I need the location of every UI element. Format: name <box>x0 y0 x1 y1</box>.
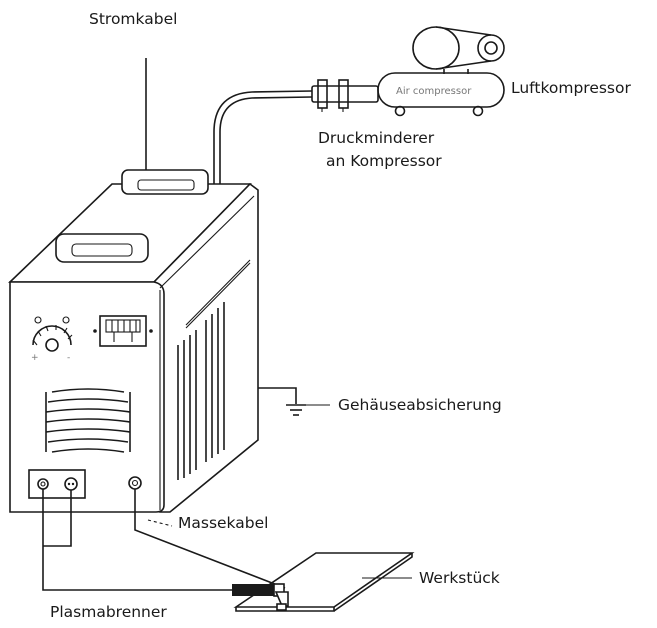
air-hose <box>213 90 313 184</box>
air-compressor-label: Luftkompressor <box>511 79 631 97</box>
rear-handle <box>121 169 209 195</box>
indicator-light-left <box>34 316 42 324</box>
indicator-light-right <box>62 316 70 324</box>
svg-text:-: - <box>67 353 70 363</box>
control-panel: + - <box>31 316 73 363</box>
ground-cable <box>134 489 286 589</box>
plasma-torch <box>232 583 289 611</box>
pressure-reducer-label-line2: an Kompressor <box>326 152 442 170</box>
housing-ground-symbol <box>258 387 330 416</box>
power-cable-label: Stromkabel <box>89 10 177 28</box>
workpiece-label: Werkstück <box>419 569 500 587</box>
front-handle <box>55 233 149 263</box>
workpiece <box>233 552 415 612</box>
pressure-reducer-label-line1: Druckminderer <box>318 129 435 147</box>
svg-text:+: + <box>31 353 39 363</box>
plasma-torch-label: Plasmabrenner <box>50 603 167 621</box>
air-compressor <box>377 26 505 117</box>
side-vents <box>177 259 251 480</box>
torch-cable <box>42 489 232 591</box>
ground-cable-label: Massekabel <box>178 514 268 532</box>
housing-ground-label: Gehäuseabsicherung <box>338 396 502 414</box>
compressor-tank-text: Air compressor <box>396 86 472 97</box>
front-vent-grill <box>45 388 131 453</box>
pressure-reducer <box>311 79 379 112</box>
power-switch <box>93 315 153 347</box>
